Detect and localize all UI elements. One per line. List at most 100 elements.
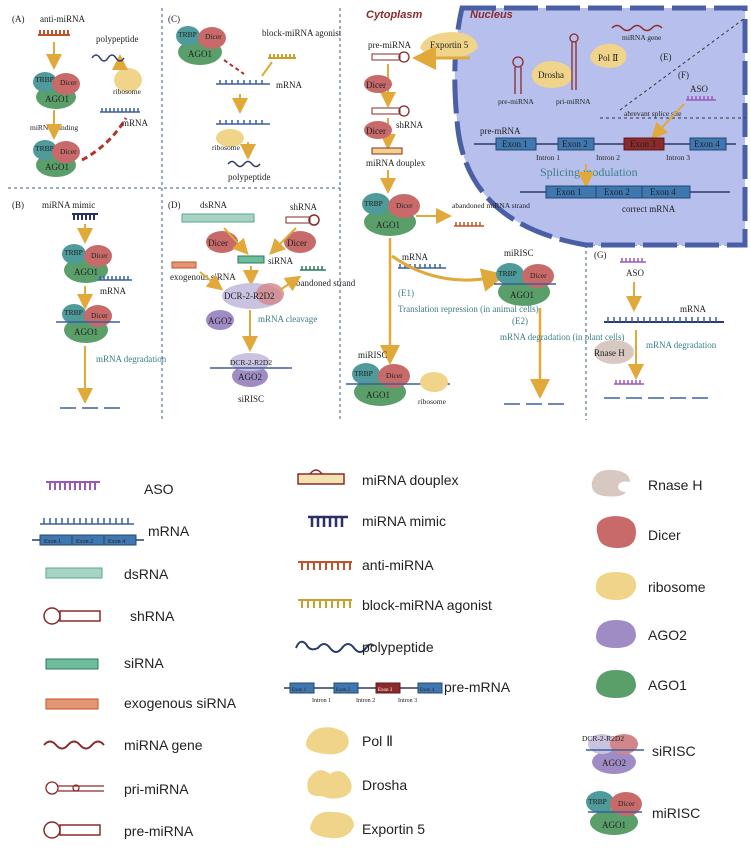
legend-anti-mirna-icon [298, 561, 352, 570]
cytoplasm-label: Cytoplasm [366, 9, 422, 21]
legend-pre-mrna: pre-mRNA [444, 679, 511, 695]
ago2-shape-d [206, 310, 234, 330]
ribosome-label-c: ribosome [212, 143, 241, 152]
pri-mirna-label: pri-miRNA [556, 97, 591, 106]
anti-mirna-strand [38, 30, 70, 36]
dicer-label-b2: Dicer [91, 311, 108, 320]
panel-d: (D) dsRNA shRNA Dicer Dicer siRNA exogen… [168, 200, 356, 404]
aberrant-label: abrevant splice site [624, 109, 682, 118]
dicer-label-d1: Dicer [208, 238, 228, 248]
arrow-e6 [391, 254, 506, 292]
pre-mirna-c-label: pre-miRNA [368, 40, 411, 50]
legend-ribosome: ribosome [648, 579, 706, 595]
legend-rnaseh-icon [591, 469, 630, 497]
anti-mirna-label: anti-miRNA [40, 14, 85, 24]
mirisc-e1: TRBP Dicer AGO1 [362, 193, 420, 236]
mirisc-e3: TRBP Dicer AGO1 [494, 263, 556, 306]
legend-ago2: AGO2 [648, 627, 687, 643]
legend-sirna-icon [45, 658, 99, 670]
e1-tag: (E1) [398, 288, 414, 298]
douplex-shape [371, 147, 403, 155]
dicer-label-e1: Dicer [366, 80, 386, 90]
legend-mrna-exon1: Exon 1 [44, 539, 61, 545]
legend-sirna: siRNA [124, 655, 164, 671]
arrow-f1 [651, 103, 685, 139]
legend-drosha: Drosha [362, 777, 407, 793]
legend: Exon 1 Exon 2 Exon 4 ASO mRNA dsRNA shRN… [32, 469, 706, 839]
panel-b-tag: (B) [12, 200, 24, 210]
polypeptide-label-c: polypeptide [228, 172, 271, 182]
shrna-label-e: shRNA [396, 120, 424, 130]
mrna-b [98, 276, 132, 281]
legend-pre-mirna: pre-miRNA [124, 823, 194, 839]
abandoned-strand-e [454, 222, 484, 227]
ago1-label-e3: AGO1 [510, 290, 534, 300]
trbp-label-c: TRBP [178, 30, 197, 39]
ribosome-e [420, 372, 448, 392]
degradation-label-b: mRNA degradation [96, 354, 167, 364]
legend-pre-mrna-icon [284, 682, 443, 694]
arrow-d1 [223, 227, 249, 255]
e2-tag: (E2) [512, 316, 528, 326]
agonist-strand [268, 54, 296, 59]
aso-fragment-g [614, 380, 644, 385]
exon1-label-c2: Exon 1 [556, 187, 582, 197]
mirisc-label-e1: miRISC [358, 350, 388, 360]
aso-label-f: ASO [690, 84, 709, 94]
legend-douplex-icon [297, 469, 345, 485]
exo-label-1: exogenous siRNA [170, 272, 236, 282]
panel-a: (A) anti-miRNA TRBP Dicer AGO1 miRNA bin… [12, 14, 149, 177]
mrna-c2 [216, 120, 270, 125]
exon1-f [495, 137, 537, 151]
intron1-label-f: Intron 1 [536, 153, 560, 162]
trbp-label-b2: TRBP [64, 308, 83, 317]
legend-mimic-icon [308, 515, 348, 527]
legend-mirisc-icon: TRBP Dicer AGO1 [586, 791, 642, 835]
exon4-f [689, 137, 727, 151]
block-arrow-c [223, 59, 245, 75]
legend-mirisc-ago1: AGO1 [602, 820, 626, 830]
dsrna-shape [181, 213, 255, 223]
rnaseh-label-g: Rnase H [594, 348, 625, 358]
legend-rnaseh: Rnase H [648, 477, 702, 493]
exon1-label-f: Exon 1 [502, 139, 528, 149]
legend-mirisc: miRISC [652, 805, 700, 821]
polypeptide-a [91, 54, 125, 62]
shrna-label-d: shRNA [290, 202, 318, 212]
mrna-c [216, 80, 270, 85]
legend-mirna-gene: miRNA gene [124, 737, 203, 753]
arrow-c0 [261, 61, 273, 77]
mirisc-a1: TRBP Dicer AGO1 [33, 72, 80, 109]
mirisc-c: TRBP Dicer AGO1 [176, 26, 226, 65]
sirna-shape [237, 255, 265, 264]
drosha-shape [531, 61, 573, 88]
legend-exo-icon [45, 698, 99, 710]
trbp-label-e3: TRBP [498, 269, 517, 278]
sirna-label: siRNA [268, 256, 294, 266]
mrna-label-c: mRNA [276, 80, 303, 90]
legend-mrna: mRNA [148, 523, 190, 539]
ago1-label-b: AGO1 [74, 267, 98, 277]
pre-mirna-c-stem [371, 53, 401, 61]
mirisc-label-e2: miRISC [504, 248, 534, 258]
mrna-label-e: mRNA [402, 252, 429, 262]
dsrna-label: dsRNA [200, 200, 228, 210]
legend-premrna-intron3: Intron 3 [398, 698, 417, 704]
translation-label: Translation repression (in animal cells) [398, 304, 539, 314]
exon3-f [623, 137, 665, 151]
legend-mirisc-trbp: TRBP [588, 797, 607, 806]
legend-mrna-icon [32, 518, 144, 546]
ago1-label-c: AGO1 [188, 49, 212, 59]
dicer-label-e3: Dicer [396, 201, 413, 210]
mimic-label: miRNA mimic [42, 200, 95, 210]
pre-mirna-c-loop [398, 51, 410, 63]
legend-premrna-exon4: Exon 4 [420, 688, 435, 693]
arrow-d2 [269, 227, 297, 255]
legend-mrna-exon4: Exon 4 [108, 539, 125, 545]
intron3-label-f: Intron 3 [666, 153, 690, 162]
splicing-label: Splicing modulation [540, 165, 638, 179]
legend-premrna-intron2: Intron 2 [356, 698, 375, 704]
exo-sirna-shape [171, 261, 197, 269]
dicer-label-d2: Dicer [287, 238, 307, 248]
